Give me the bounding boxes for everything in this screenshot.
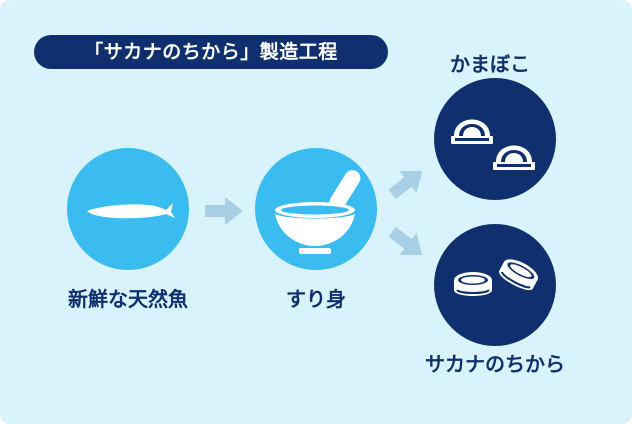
arrow-down-right-icon <box>388 226 423 256</box>
round-cakes-icon <box>454 259 539 296</box>
kamaboko-step-label: かまぼこ <box>450 52 530 76</box>
diagram-title: 「サカナのちから」製造工程 <box>34 35 388 69</box>
mortar-pestle-icon <box>275 170 361 254</box>
arrow-up-right-icon <box>388 170 423 200</box>
kamaboko-step-circle <box>434 78 556 200</box>
fish-step-label: 新鮮な天然魚 <box>68 287 188 311</box>
fish-icon <box>87 203 175 219</box>
product-step-label: サカナのちから <box>425 352 565 376</box>
fish-step-circle <box>67 148 189 270</box>
arrow-right-icon <box>205 197 243 225</box>
product-step-circle <box>434 224 556 346</box>
kamaboko-icon <box>451 119 535 170</box>
surimi-step-label: すり身 <box>286 287 346 311</box>
surimi-step-circle <box>255 148 377 270</box>
